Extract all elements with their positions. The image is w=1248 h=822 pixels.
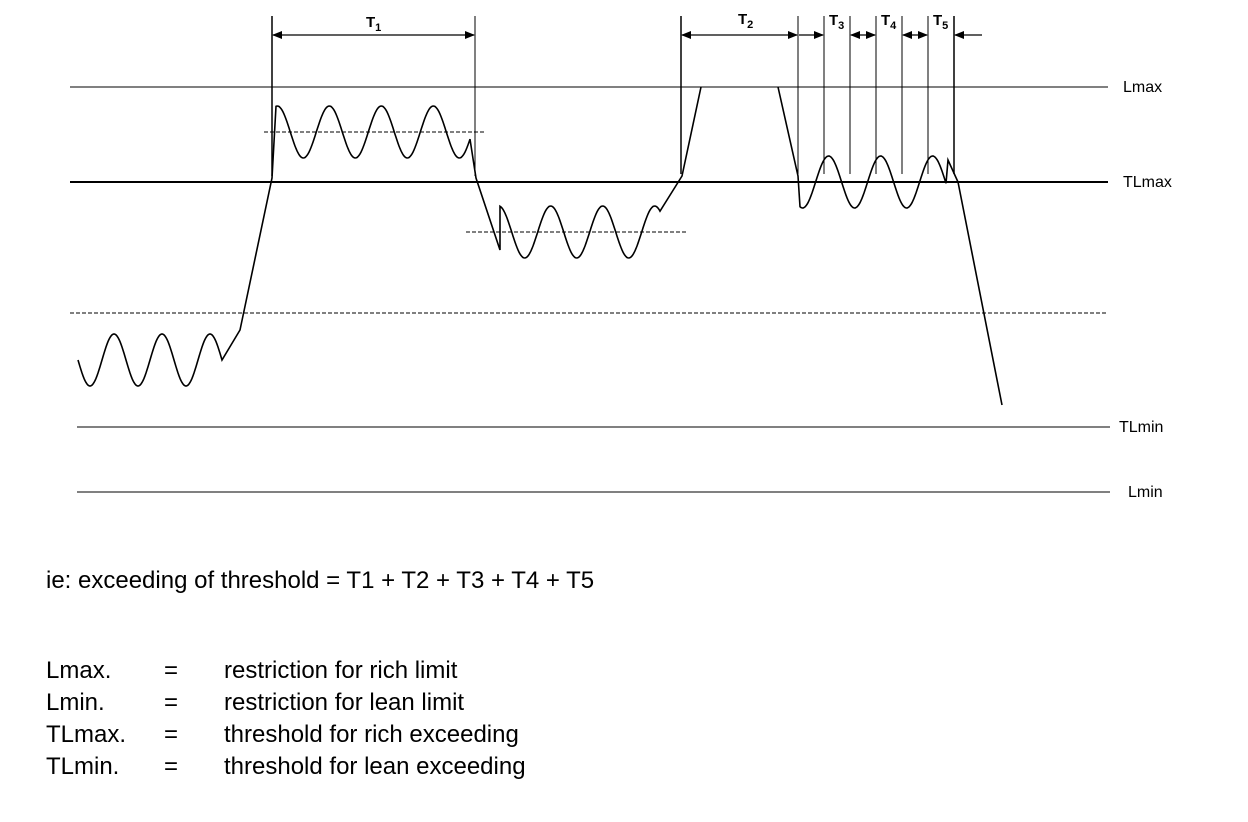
legend-equals: = (164, 721, 179, 748)
t5-label: T5 (933, 12, 948, 32)
legend-row-tlmax: TLmax. = threshold for rich exceeding (46, 719, 526, 751)
legend-term: Lmax. (46, 657, 112, 684)
legend-row-lmax: Lmax. = restriction for rich limit (46, 655, 526, 687)
lmin-label: Lmin (1128, 484, 1163, 501)
t3-label: T3 (829, 12, 844, 32)
legend-description: threshold for rich exceeding (224, 721, 519, 748)
legend: Lmax. = restriction for rich limit Lmin.… (46, 655, 526, 783)
legend-description: threshold for lean exceeding (224, 753, 526, 780)
legend-equals: = (164, 753, 179, 780)
legend-description: restriction for lean limit (224, 689, 465, 716)
legend-term: TLmin. (46, 753, 120, 780)
t1-label: T1 (366, 14, 381, 34)
tlmax-label: TLmax (1123, 174, 1172, 191)
legend-term: TLmax. (46, 721, 127, 748)
legend-equals: = (164, 657, 179, 684)
legend-description: restriction for rich limit (224, 657, 458, 684)
signal-waveform (77, 86, 702, 387)
legend-equals: = (164, 689, 179, 716)
tlmin-label: TLmin (1119, 419, 1163, 436)
t4-label: T4 (881, 12, 897, 32)
legend-term: Lmin. (46, 689, 105, 716)
signal-waveform-after-saturation (777, 86, 1003, 406)
lmax-label: Lmax (1123, 79, 1162, 96)
t2-label: T2 (738, 11, 753, 31)
legend-row-lmin: Lmin. = restriction for lean limit (46, 687, 526, 719)
formula-caption: ie: exceeding of threshold = T1 + T2 + T… (46, 567, 595, 594)
legend-row-tlmin: TLmin. = threshold for lean exceeding (46, 751, 526, 783)
